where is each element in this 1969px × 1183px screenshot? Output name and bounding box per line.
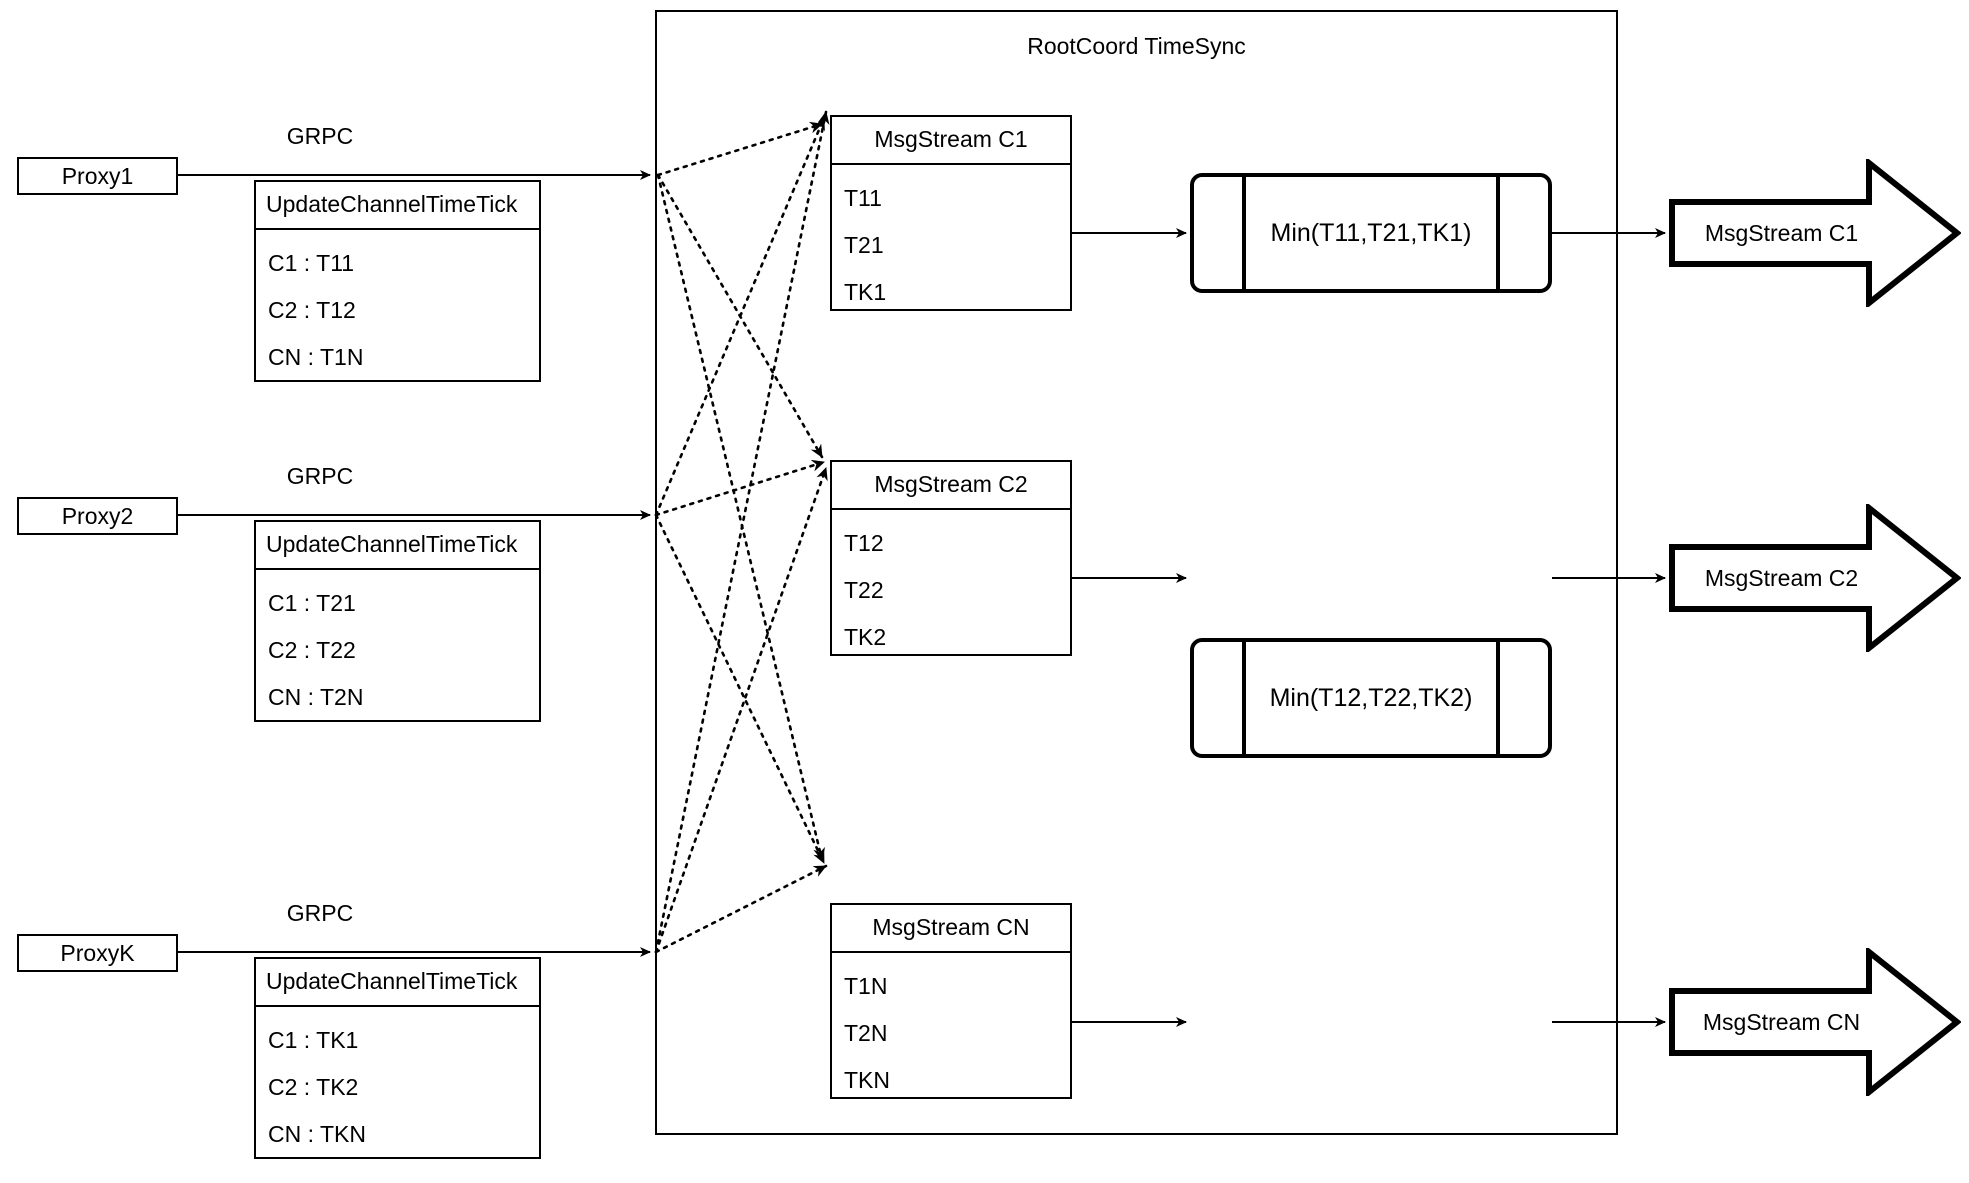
msgstream-rows: T12 T22 TK2 [832, 510, 1070, 667]
uctt-row: C1 : TK1 [268, 1027, 359, 1053]
msgstream-header: MsgStream C1 [832, 117, 1070, 165]
msgstream-row: T21 [844, 232, 884, 258]
process-divider-left [1242, 641, 1246, 755]
process-divider-left [1242, 176, 1246, 290]
msgstream-row: T11 [844, 185, 882, 211]
proxy-box-k[interactable]: ProxyK [17, 934, 178, 972]
msgstream-rows: T11 T21 TK1 [832, 165, 1070, 322]
uctt-row: C2 : T22 [268, 637, 356, 663]
update-channel-timetick-box-k: UpdateChannelTimeTick C1 : TK1 C2 : TK2 … [254, 957, 541, 1159]
output-block-arrow-c2: MsgStream C2 [1669, 504, 1961, 652]
msgstream-box-c2: MsgStream C2 T12 T22 TK2 [830, 460, 1072, 656]
process-divider-right [1496, 176, 1500, 290]
uctt-row: C2 : T12 [268, 297, 356, 323]
uctt-rows: C1 : T11 C2 : T12 CN : T1N [256, 230, 539, 387]
proxy-box-1[interactable]: Proxy1 [17, 157, 178, 195]
process-divider-right [1496, 641, 1500, 755]
grpc-label-1: GRPC [286, 123, 354, 149]
proxy-label: ProxyK [60, 939, 135, 966]
uctt-rows: C1 : T21 C2 : T22 CN : T2N [256, 570, 539, 727]
min-process-c1: Min(T11,T21,TK1) [1190, 173, 1552, 293]
update-channel-timetick-box-1: UpdateChannelTimeTick C1 : T11 C2 : T12 … [254, 180, 541, 382]
msgstream-row: TK2 [844, 624, 887, 650]
msgstream-rows: T1N T2N TKN [832, 953, 1070, 1110]
min-process-c2: Min(T12,T22,TK2) [1190, 638, 1552, 758]
uctt-rows: C1 : TK1 C2 : TK2 CN : TKN [256, 1007, 539, 1164]
uctt-row: C2 : TK2 [268, 1074, 359, 1100]
msgstream-row: T12 [844, 530, 884, 556]
uctt-row: CN : TKN [268, 1121, 366, 1147]
uctt-header: UpdateChannelTimeTick [256, 182, 539, 230]
min-process-label: Min(T12,T22,TK2) [1269, 683, 1473, 712]
update-channel-timetick-box-2: UpdateChannelTimeTick C1 : T21 C2 : T22 … [254, 520, 541, 722]
rootcoord-timesync-title: RootCoord TimeSync [1027, 33, 1246, 59]
uctt-row: CN : T1N [268, 344, 364, 370]
msgstream-row: TKN [844, 1067, 890, 1093]
uctt-row: CN : T2N [268, 684, 364, 710]
msgstream-header: MsgStream C2 [832, 462, 1070, 510]
msgstream-row: T22 [844, 577, 884, 603]
proxy-label: Proxy1 [61, 162, 134, 189]
msgstream-header: MsgStream CN [832, 905, 1070, 953]
uctt-row: C1 : T21 [268, 590, 356, 616]
proxy-box-2[interactable]: Proxy2 [17, 497, 178, 535]
output-block-arrow-cn: MsgStream CN [1669, 948, 1961, 1096]
output-label: MsgStream C2 [1704, 564, 1859, 591]
uctt-row: C1 : T11 [268, 250, 355, 276]
proxy-label: Proxy2 [61, 502, 134, 529]
output-block-arrow-c1: MsgStream C1 [1669, 159, 1961, 307]
grpc-label-2: GRPC [286, 463, 354, 489]
msgstream-row: T2N [844, 1020, 888, 1046]
msgstream-box-cn: MsgStream CN T1N T2N TKN [830, 903, 1072, 1099]
rootcoord-timesync-container [655, 10, 1618, 1135]
output-label: MsgStream C1 [1704, 219, 1859, 246]
min-process-label: Min(T11,T21,TK1) [1270, 218, 1472, 247]
uctt-header: UpdateChannelTimeTick [256, 959, 539, 1007]
grpc-label-k: GRPC [286, 900, 354, 926]
output-label: MsgStream CN [1702, 1008, 1861, 1035]
uctt-header: UpdateChannelTimeTick [256, 522, 539, 570]
msgstream-row: TK1 [844, 279, 887, 305]
msgstream-box-c1: MsgStream C1 T11 T21 TK1 [830, 115, 1072, 311]
msgstream-row: T1N [844, 973, 888, 999]
